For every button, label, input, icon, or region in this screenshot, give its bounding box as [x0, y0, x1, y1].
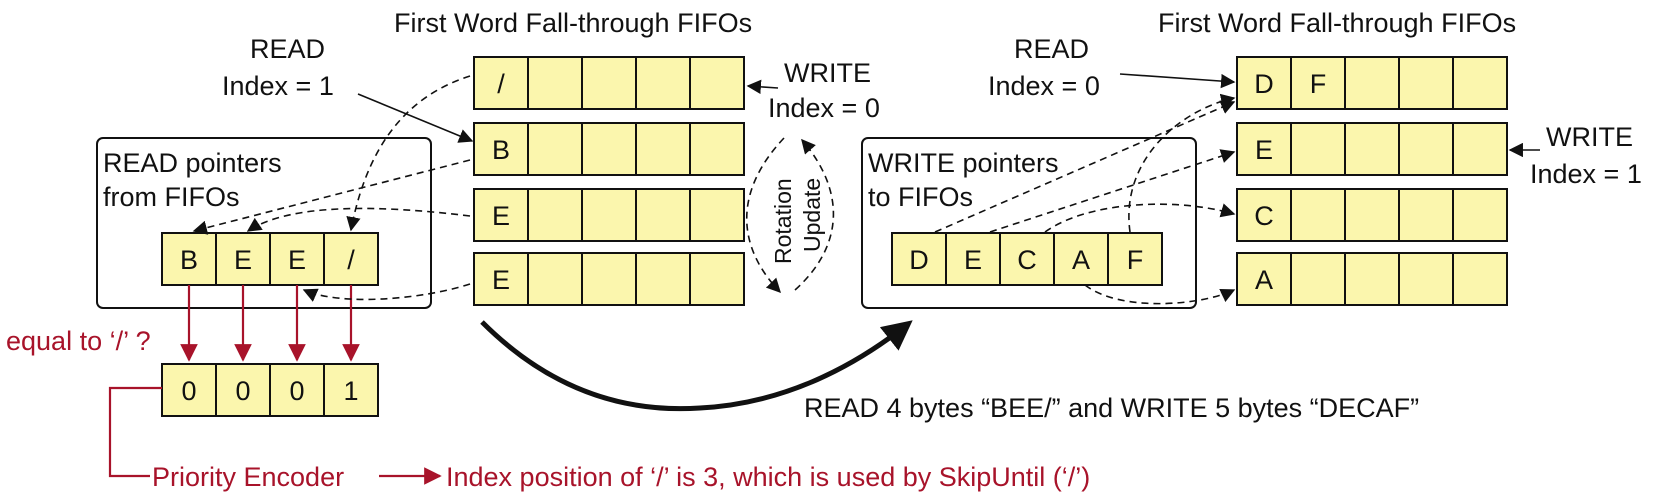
read-pointers-title-1: READ pointers [103, 148, 282, 178]
ptr-c-arrow [1044, 203, 1236, 233]
read-index-arrow [357, 93, 474, 143]
fifo3-to-pointer-arrow [302, 283, 471, 302]
compare-arrows [180, 285, 360, 362]
left-fifo-row-3: E [473, 252, 745, 306]
read-pointers-title-2: from FIFOs [103, 182, 240, 212]
left-write-index-arrow [746, 79, 779, 95]
write-pointer-4: F [1127, 245, 1144, 275]
right-fifo-row-1: E [1236, 122, 1508, 176]
left-fifo-row-1-head: B [492, 135, 510, 165]
compare-result-cells: 0 0 0 1 [161, 363, 379, 417]
transition-arrow [480, 320, 913, 412]
compare-result-2: 0 [289, 376, 304, 406]
right-fifo-row-2: C [1236, 188, 1508, 242]
ptr-a-arrow [1084, 284, 1236, 305]
ptr-e-arrow [989, 149, 1236, 233]
update-arrow [794, 138, 835, 291]
left-write-index: Index = 0 [768, 93, 880, 123]
compare-result-3: 1 [343, 376, 358, 406]
right-write-label: WRITE [1546, 122, 1633, 152]
write-pointers-title-2: to FIFOs [868, 182, 973, 212]
left-read-label: READ [250, 34, 325, 64]
compare-label: equal to ‘/’ ? [6, 326, 151, 356]
left-fifo-row-2-head: E [492, 201, 510, 231]
left-fifo-title: First Word Fall-through FIFOs [394, 8, 752, 38]
priority-encoder-label: Priority Encoder [152, 462, 344, 492]
write-pointer-1: E [964, 245, 982, 275]
left-read-index: Index = 1 [222, 71, 334, 101]
write-pointer-2: C [1017, 245, 1037, 275]
rotation-arrow [745, 137, 785, 294]
left-fifo-row-2: E [473, 188, 745, 242]
right-fifo-row-2-cell-0: C [1254, 201, 1274, 231]
read-pointer-0: B [180, 245, 198, 275]
write-pointer-3: A [1072, 245, 1090, 275]
read-pointer-cells: B E E / [161, 232, 379, 286]
operation-caption: READ 4 bytes “BEE/” and WRITE 5 bytes “D… [804, 393, 1419, 423]
right-fifo-row-0-cell-1: F [1310, 69, 1327, 99]
right-fifo-title: First Word Fall-through FIFOs [1158, 8, 1516, 38]
right-fifo-row-3-cell-0: A [1255, 265, 1273, 295]
compare-result-0: 0 [181, 376, 196, 406]
fifo0-to-pointer-arrow [346, 75, 471, 232]
left-write-label: WRITE [784, 58, 871, 88]
ptr-f-arrow [1128, 93, 1236, 233]
left-fifo-row-0-head: / [497, 69, 505, 99]
write-pointers-box [861, 137, 1197, 309]
compare-result-1: 0 [235, 376, 250, 406]
rotation-label: Rotation [770, 178, 796, 264]
left-fifo-row-0: / [473, 56, 745, 110]
right-fifo-row-0: D F [1236, 56, 1508, 110]
read-pointer-3: / [347, 245, 355, 275]
result-text: Index position of ‘/’ is 3, which is use… [446, 462, 1090, 492]
read-pointers-box [96, 137, 432, 309]
read-pointer-1: E [234, 245, 252, 275]
write-pointer-0: D [909, 245, 929, 275]
ptr-d-arrow [934, 100, 1236, 233]
right-read-index: Index = 0 [988, 71, 1100, 101]
write-pointer-cells: D E C A F [891, 232, 1163, 286]
update-label: Update [799, 178, 825, 252]
fifo2-to-pointer-arrow [246, 207, 471, 232]
right-write-index: Index = 1 [1530, 159, 1642, 189]
right-fifo-row-0-cell-0: D [1254, 69, 1274, 99]
read-pointer-2: E [288, 245, 306, 275]
right-fifo-row-1-cell-0: E [1255, 135, 1273, 165]
right-fifo-row-3: A [1236, 252, 1508, 306]
write-pointers-title-1: WRITE pointers [868, 148, 1059, 178]
left-fifo-row-1: B [473, 122, 745, 176]
encoder-connector [108, 386, 162, 478]
left-fifo-row-3-head: E [492, 265, 510, 295]
right-read-label: READ [1014, 34, 1089, 64]
right-read-index-arrow [1119, 73, 1236, 89]
